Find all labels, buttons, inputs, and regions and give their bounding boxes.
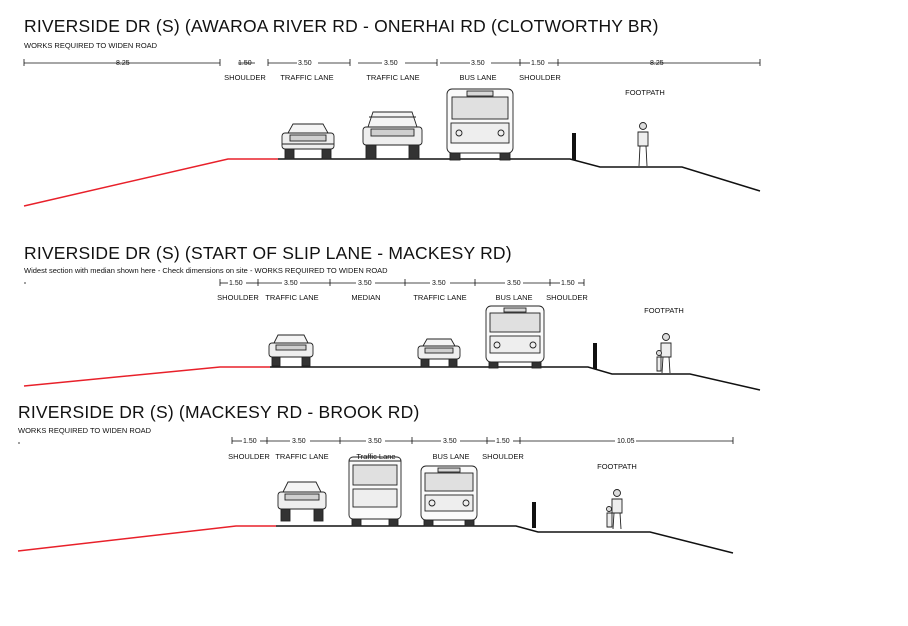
lane-label: SHOULDER [217, 293, 259, 302]
car-icon [268, 334, 314, 367]
dim-label: 3.50 [368, 438, 382, 445]
lane-label: Traffic Lane [356, 452, 396, 461]
bus-icon [446, 88, 514, 161]
kerb-post [593, 343, 597, 369]
section-note: Widest section with median shown here - … [24, 266, 388, 275]
dim-label: 3.50 [284, 280, 298, 287]
car-icon [281, 123, 335, 160]
lane-label: TRAFFIC LANE [413, 293, 467, 302]
road-surface-line [270, 366, 761, 391]
dim-label: 3.50 [384, 60, 398, 67]
section-title: RIVERSIDE DR (S) (MACKESY RD - BROOK RD) [18, 402, 420, 422]
pedestrian-icon [637, 122, 649, 167]
dim-label: 1.50 [238, 60, 252, 67]
pedestrian-icon [606, 489, 623, 530]
dim-label: 1.50 [561, 280, 575, 287]
road-widening-line [17, 525, 276, 552]
dim-label: 8.25 [650, 60, 664, 67]
bus-icon [485, 305, 545, 369]
car-icon [277, 481, 327, 522]
lane-label: SHOULDER [482, 452, 524, 461]
dim-label: 3.50 [358, 280, 372, 287]
dimension-line [24, 279, 585, 286]
lane-label: BUS LANE [459, 73, 497, 82]
car-icon [417, 338, 461, 368]
lane-label: MEDIAN [351, 293, 381, 302]
lane-label: TRAFFIC LANE [280, 73, 334, 82]
lane-label: TRAFFIC LANE [265, 293, 319, 302]
van-icon [348, 456, 402, 527]
dim-label: 3.50 [507, 280, 521, 287]
dim-label: 3.50 [292, 438, 306, 445]
lane-label: TRAFFIC LANE [275, 452, 329, 461]
lane-label: TRAFFIC LANE [366, 73, 420, 82]
dim-label: 1.50 [243, 438, 257, 445]
road-surface-line [276, 525, 734, 554]
lane-label: BUS LANE [495, 293, 533, 302]
road-widening-line [23, 158, 278, 207]
dim-label: 3.50 [471, 60, 485, 67]
dim-label: 3.50 [298, 60, 312, 67]
lane-label: SHOULDER [224, 73, 266, 82]
footpath-label: FOOTPATH [644, 306, 684, 315]
section-note: WORKS REQUIRED TO WIDEN ROAD [18, 426, 152, 435]
dim-label: 8.25 [116, 60, 130, 67]
lane-label: SHOULDER [228, 452, 270, 461]
dim-label: 1.50 [496, 438, 510, 445]
lane-label: SHOULDER [519, 73, 561, 82]
dim-label: 1.50 [229, 280, 243, 287]
section-note: WORKS REQUIRED TO WIDEN ROAD [24, 41, 158, 50]
lane-label: SHOULDER [546, 293, 588, 302]
footpath-label: FOOTPATH [625, 88, 665, 97]
dim-label: 1.50 [531, 60, 545, 67]
pedestrian-icon [656, 333, 672, 374]
dimension-line [18, 437, 734, 444]
road-surface-line [278, 158, 761, 192]
dim-label: 10.05 [617, 438, 635, 445]
section-title: RIVERSIDE DR (S) (AWAROA RIVER RD - ONER… [24, 16, 659, 36]
footpath-label: FOOTPATH [597, 462, 637, 471]
road-widening-line [23, 366, 270, 387]
kerb-post [572, 133, 576, 160]
suv-icon [362, 111, 423, 160]
lane-label: BUS LANE [432, 452, 470, 461]
dim-label: 3.50 [443, 438, 457, 445]
kerb-post [532, 502, 536, 528]
dim-label: 3.50 [432, 280, 446, 287]
section-title: RIVERSIDE DR (S) (START OF SLIP LANE - M… [24, 243, 512, 263]
bus-icon [420, 465, 478, 527]
dimension-line [23, 59, 761, 66]
